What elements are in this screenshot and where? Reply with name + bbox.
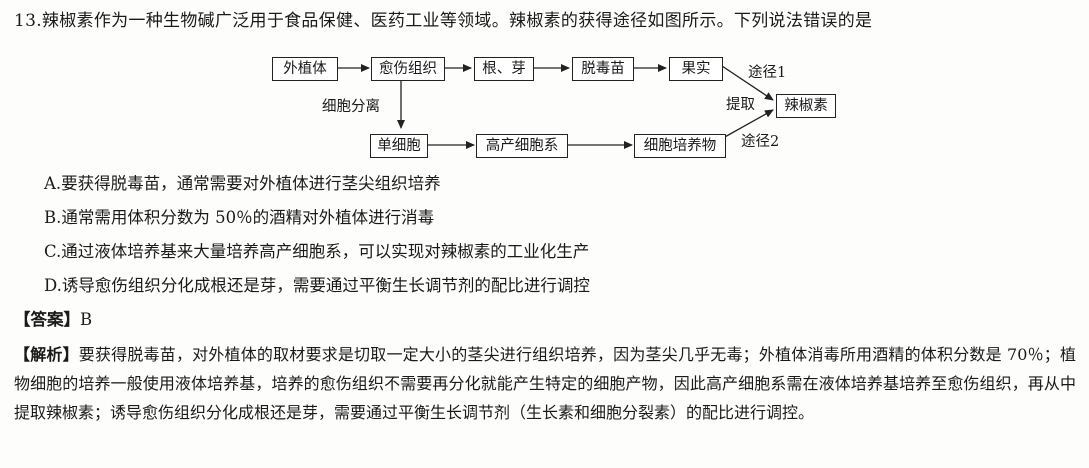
option-b: B.通常需用体积分数为 50％的酒精对外植体进行消毒 [44,208,435,227]
node-callus: 愈伤组织 [371,57,445,81]
arrow-culture-capsaicin [722,109,774,139]
answer-tag: 【答案】 [14,310,80,329]
node-fruit: 果实 [669,57,723,81]
node-capsaicin: 辣椒素 [776,94,836,118]
capsaicin-pathway-diagram: 外植体 愈伤组织 根、芽 脱毒苗 果实 辣椒素 单细胞 高产细胞系 细胞培养物 … [0,44,1089,169]
arrow-fruit-capsaicin [721,65,774,101]
label-route-2: 途径2 [741,134,780,150]
option-d: D.诱导愈伤组织分化成根还是芽，需要通过平衡生长调节剂的配比进行调控 [44,276,590,295]
label-route-1: 途径1 [748,65,787,81]
node-virus-free: 脱毒苗 [572,57,634,81]
diagram-arrows [336,64,774,149]
analysis-tag: 【解析】 [14,345,79,364]
node-explant: 外植体 [272,57,338,81]
answer-line: 【答案】B [14,308,92,332]
answer-value: B [80,310,93,329]
question-stem: 13.辣椒素作为一种生物碱广泛用于食品保健、医药工业等领域。辣椒素的获得途径如图… [14,11,873,31]
node-cell-culture: 细胞培养物 [634,134,726,158]
option-c: C.通过液体培养基来大量培养高产细胞系，可以实现对辣椒素的工业化生产 [44,242,590,261]
analysis-text: 要获得脱毒苗，对外植体的取材要求是切取一定大小的茎尖进行组织培养，因为茎尖几乎无… [14,345,1076,422]
node-single-cell: 单细胞 [370,134,428,158]
node-root-bud: 根、芽 [474,57,534,81]
label-extract: 提取 [726,97,755,113]
label-cell-separation: 细胞分离 [322,99,380,115]
node-high-yield-cell-line: 高产细胞系 [476,134,568,158]
option-a: A.要获得脱毒苗，通常需要对外植体进行茎尖组织培养 [44,174,441,193]
analysis-paragraph: 【解析】要获得脱毒苗，对外植体的取材要求是切取一定大小的茎尖进行组织培养，因为茎… [14,340,1076,427]
